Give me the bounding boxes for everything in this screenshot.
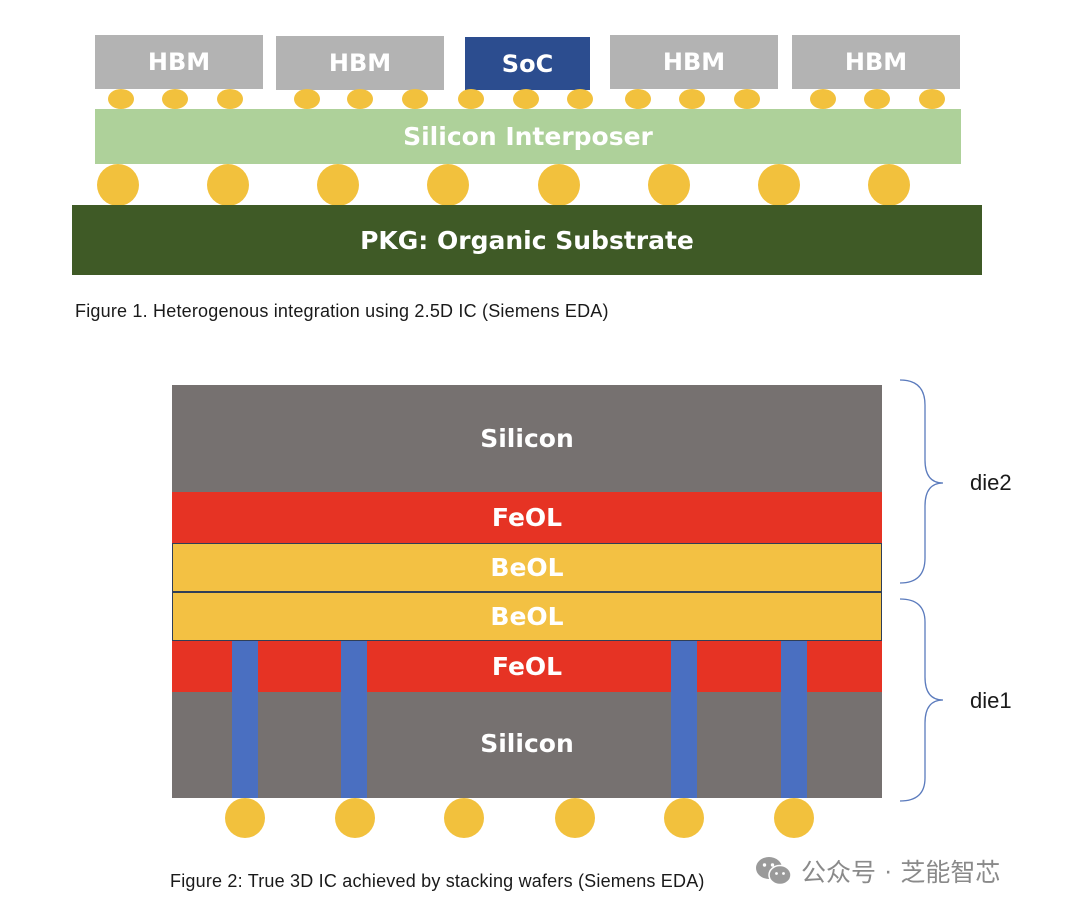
micro-bump bbox=[919, 89, 945, 109]
through-silicon-via bbox=[671, 641, 697, 798]
micro-bump bbox=[458, 89, 484, 109]
silicon-interposer: Silicon Interposer bbox=[95, 109, 961, 164]
watermark-text-left: 公众号 bbox=[801, 858, 877, 887]
micro-bump bbox=[864, 89, 890, 109]
micro-bump bbox=[513, 89, 539, 109]
solder-bump bbox=[555, 798, 595, 838]
watermark-separator: · bbox=[884, 856, 893, 885]
die1-brace bbox=[899, 598, 944, 802]
die2-label: die2 bbox=[970, 470, 1012, 495]
organic-substrate: PKG: Organic Substrate bbox=[72, 205, 982, 275]
micro-bump bbox=[294, 89, 320, 109]
wechat-icon bbox=[756, 857, 792, 886]
solder-bump bbox=[444, 798, 484, 838]
c4-bump bbox=[868, 164, 910, 206]
micro-bump bbox=[162, 89, 188, 109]
micro-bump bbox=[402, 89, 428, 109]
solder-bump bbox=[664, 798, 704, 838]
through-silicon-via bbox=[232, 641, 258, 798]
c4-bump bbox=[758, 164, 800, 206]
micro-bump bbox=[625, 89, 651, 109]
micro-bump bbox=[810, 89, 836, 109]
die1-label: die1 bbox=[970, 688, 1012, 713]
hbm-die-3: HBM bbox=[610, 35, 778, 89]
micro-bump bbox=[567, 89, 593, 109]
beol-layer-die2: BeOL bbox=[172, 543, 882, 592]
die-braces bbox=[899, 379, 944, 802]
hbm-die-2: HBM bbox=[276, 36, 444, 90]
c4-bump bbox=[538, 164, 580, 206]
solder-bump bbox=[774, 798, 814, 838]
micro-bump bbox=[679, 89, 705, 109]
feol-layer-die1: FeOL bbox=[172, 641, 882, 692]
feol-layer-die2: FeOL bbox=[172, 492, 882, 543]
through-silicon-via bbox=[781, 641, 807, 798]
silicon-layer-die1: Silicon bbox=[172, 692, 882, 798]
solder-bump bbox=[225, 798, 265, 838]
hbm-die-1: HBM bbox=[95, 35, 263, 89]
die2-brace bbox=[899, 379, 944, 584]
soc-die: SoC bbox=[465, 37, 590, 90]
micro-bump bbox=[217, 89, 243, 109]
micro-bump bbox=[347, 89, 373, 109]
c4-bump bbox=[97, 164, 139, 206]
beol-layer-die1: BeOL bbox=[172, 592, 882, 641]
figure-1-caption: Figure 1. Heterogenous integration using… bbox=[75, 301, 609, 321]
micro-bump bbox=[108, 89, 134, 109]
through-silicon-via bbox=[341, 641, 367, 798]
watermark: 公众号 · 芝能智芯 bbox=[755, 853, 1000, 889]
c4-bump bbox=[317, 164, 359, 206]
c4-bump bbox=[427, 164, 469, 206]
silicon-layer-die2: Silicon bbox=[172, 385, 882, 492]
micro-bump bbox=[734, 89, 760, 109]
figure-2-caption: Figure 2: True 3D IC achieved by stackin… bbox=[170, 871, 705, 891]
watermark-text-right: 芝能智芯 bbox=[900, 858, 1001, 887]
c4-bump bbox=[207, 164, 249, 206]
hbm-die-4: HBM bbox=[792, 35, 960, 89]
c4-bump bbox=[648, 164, 690, 206]
solder-bump bbox=[335, 798, 375, 838]
